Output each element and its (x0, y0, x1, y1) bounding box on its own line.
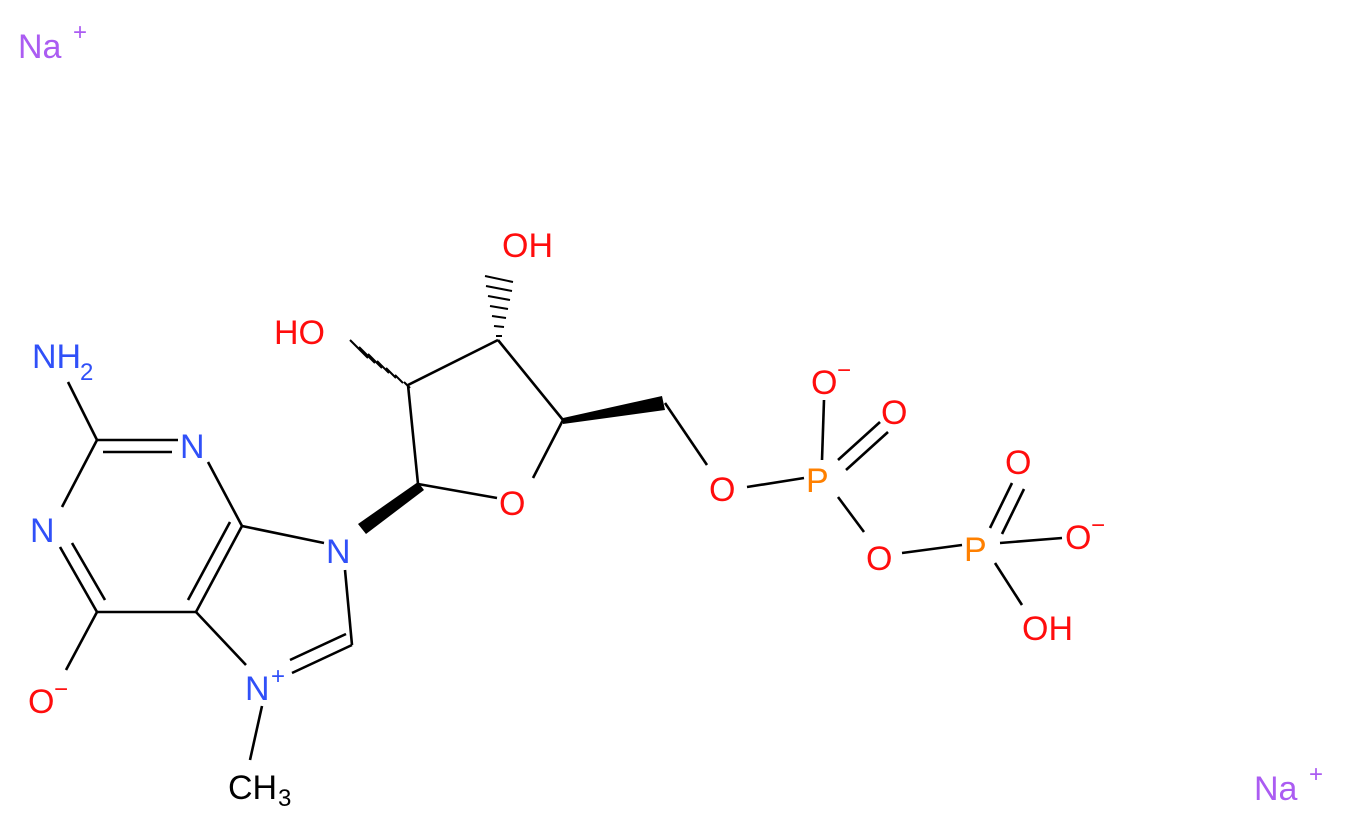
sodium-ion-bottom: Na (1254, 770, 1298, 808)
bond-c4-n9 (241, 524, 325, 545)
bond-c5-o5 (663, 402, 709, 466)
bond-c2-n1 (60, 439, 99, 508)
atom-n7-charge: + (271, 663, 285, 690)
sodium-ion-bottom-charge: + (1309, 761, 1323, 788)
atom-labels: Na + Na + NH 2 N N N N + O − CH 3 HO OH … (18, 19, 1323, 812)
atom-n9: N (326, 533, 351, 571)
bond-p2-odouble (988, 482, 1014, 529)
bond-n7-c8-double (289, 632, 347, 662)
bond-n1-c6-double (70, 542, 107, 601)
bond-c1-o4 (417, 482, 498, 500)
bond-p2-ominus (999, 536, 1063, 545)
bond-p2-oh (993, 562, 1024, 606)
atom-o6-charge: − (54, 676, 68, 703)
bond-n1-c6 (58, 546, 99, 613)
bond-c5-n7 (195, 611, 247, 666)
bond-p1-odouble (837, 421, 881, 461)
bridge-oxygen: O (866, 540, 892, 578)
bond-p2-odouble-2 (1000, 488, 1026, 535)
bond-obridge-p2 (901, 543, 963, 555)
sodium-ion-top-charge: + (73, 19, 87, 46)
p1-oxygen-minus: O (811, 364, 837, 402)
bond-c4-c5-double (186, 521, 232, 601)
p1-oxygen-minus-charge: − (837, 357, 851, 384)
bond-n7-c8 (291, 643, 353, 675)
hash-c2-ho (349, 339, 411, 389)
methyl-group-subscript: 3 (278, 785, 291, 812)
bonds (58, 338, 1063, 761)
atom-n7: N (245, 670, 270, 708)
atom-o5: O (709, 471, 735, 509)
bond-c2-c3 (407, 338, 499, 387)
bond-c4-c5 (194, 525, 244, 613)
bond-p1-odouble-2 (845, 431, 889, 471)
p2-hydroxyl: OH (1022, 610, 1073, 648)
amino-group: NH (32, 338, 81, 376)
bond-c3-c4 (496, 339, 565, 421)
amino-group-subscript: 2 (80, 359, 93, 386)
hydroxyl-c2: HO (274, 314, 325, 352)
bond-c4-o4 (531, 419, 565, 479)
methyl-group: CH (228, 769, 277, 807)
stereo-bonds (349, 275, 665, 534)
bond-o5-p1 (746, 476, 805, 489)
p2-oxygen-minus: O (1065, 519, 1091, 557)
bond-n7-ch3 (248, 705, 264, 761)
sodium-ion-top: Na (18, 28, 62, 66)
bond-nh2-c2 (66, 381, 99, 441)
phosphorus-1: P (806, 462, 829, 500)
bond-n3-c4 (206, 461, 244, 527)
p1-oxygen-double: O (881, 394, 907, 432)
bond-c8-n9 (343, 569, 354, 646)
hash-c3-oh (484, 275, 514, 337)
bond-p1-ominus (820, 399, 826, 461)
p2-oxygen-double: O (1005, 444, 1031, 482)
atom-o6: O (28, 683, 54, 721)
atom-n1: N (30, 512, 55, 550)
phosphorus-2: P (964, 531, 987, 569)
wedge-c1-n9 (358, 482, 424, 534)
ring-oxygen: O (499, 485, 525, 523)
bond-c1-c2 (406, 384, 420, 485)
bond-p1-obridge (836, 496, 866, 533)
bond-c6-o6 (64, 611, 99, 671)
wedge-c4-c5 (563, 396, 665, 424)
p2-oxygen-minus-charge: − (1091, 512, 1105, 539)
atom-n3: N (180, 428, 205, 466)
hydroxyl-c3: OH (502, 227, 553, 265)
